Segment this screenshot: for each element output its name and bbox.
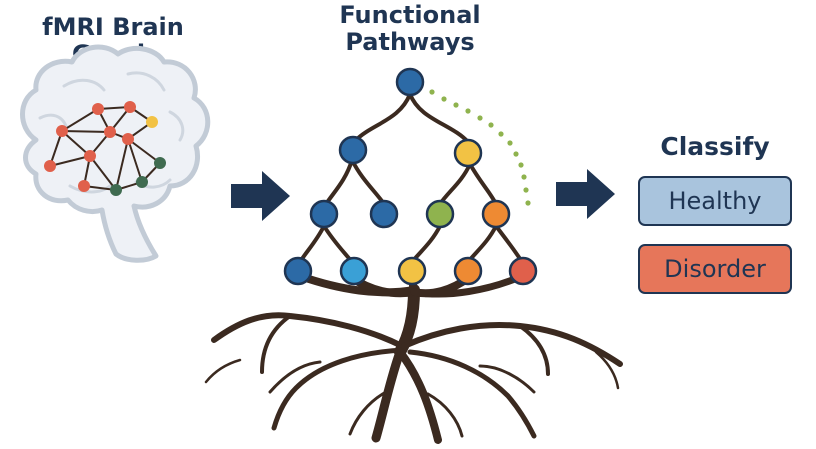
brain-node [124, 101, 136, 113]
pathway-node-root [395, 67, 425, 97]
brain-icon [20, 44, 211, 263]
pathway-node [283, 256, 313, 286]
brain-graph-title-line1: fMRI Brain [42, 13, 184, 41]
pathway-node [425, 199, 455, 229]
brain-edge [115, 138, 129, 191]
disorder-label: Disorder [664, 255, 766, 283]
brain-fold-2 [126, 71, 166, 92]
brain-node [104, 126, 116, 138]
functional-pathways-title-line2: Pathways [345, 28, 475, 56]
healthy-label: Healthy [668, 187, 762, 215]
brain-node [110, 184, 122, 196]
brain-fold-5 [68, 184, 112, 194]
classify-title: Classify [660, 132, 770, 161]
pathway-node [338, 135, 368, 165]
pathway-tree-branches [298, 92, 524, 264]
brain-edge [127, 138, 161, 164]
brain-outline [20, 44, 211, 263]
healthy-class-box: Healthy [638, 176, 792, 226]
pathway-node [309, 199, 339, 229]
pathway-node [339, 256, 369, 286]
brain-node [92, 103, 104, 115]
brain-node [146, 116, 158, 128]
functional-pathways-title: Functional Pathways [300, 2, 520, 56]
brain-fold-3 [38, 113, 68, 128]
brain-edge [61, 108, 99, 132]
pathway-node [369, 199, 399, 229]
disorder-class-box: Disorder [638, 244, 792, 294]
arrow-right-icon [556, 169, 615, 219]
dotted-pathway [429, 89, 531, 206]
brain-edge [61, 130, 111, 133]
brain-node [78, 180, 90, 192]
brain-edge [127, 138, 143, 183]
brain-node [122, 133, 134, 145]
brain-edge [49, 130, 63, 167]
brain-fold-4 [168, 110, 185, 142]
pathway-node [481, 199, 511, 229]
brain-node [154, 157, 166, 169]
tree-roots [204, 272, 623, 444]
brain-edge [49, 155, 91, 167]
brain-node [44, 160, 56, 172]
brain-edge [61, 130, 91, 157]
pathway-node [508, 256, 538, 286]
pathway-tree-nodes [283, 67, 538, 286]
arrow-right-icon [231, 171, 290, 221]
brain-fold-1 [62, 78, 106, 92]
pathway-node [453, 256, 483, 286]
brain-node [56, 125, 68, 137]
brain-edge [89, 155, 117, 191]
brain-node [136, 176, 148, 188]
pathway-node [453, 138, 483, 168]
brain-node [84, 150, 96, 162]
functional-pathways-title-line1: Functional [339, 1, 481, 29]
pathway-node [397, 256, 427, 286]
